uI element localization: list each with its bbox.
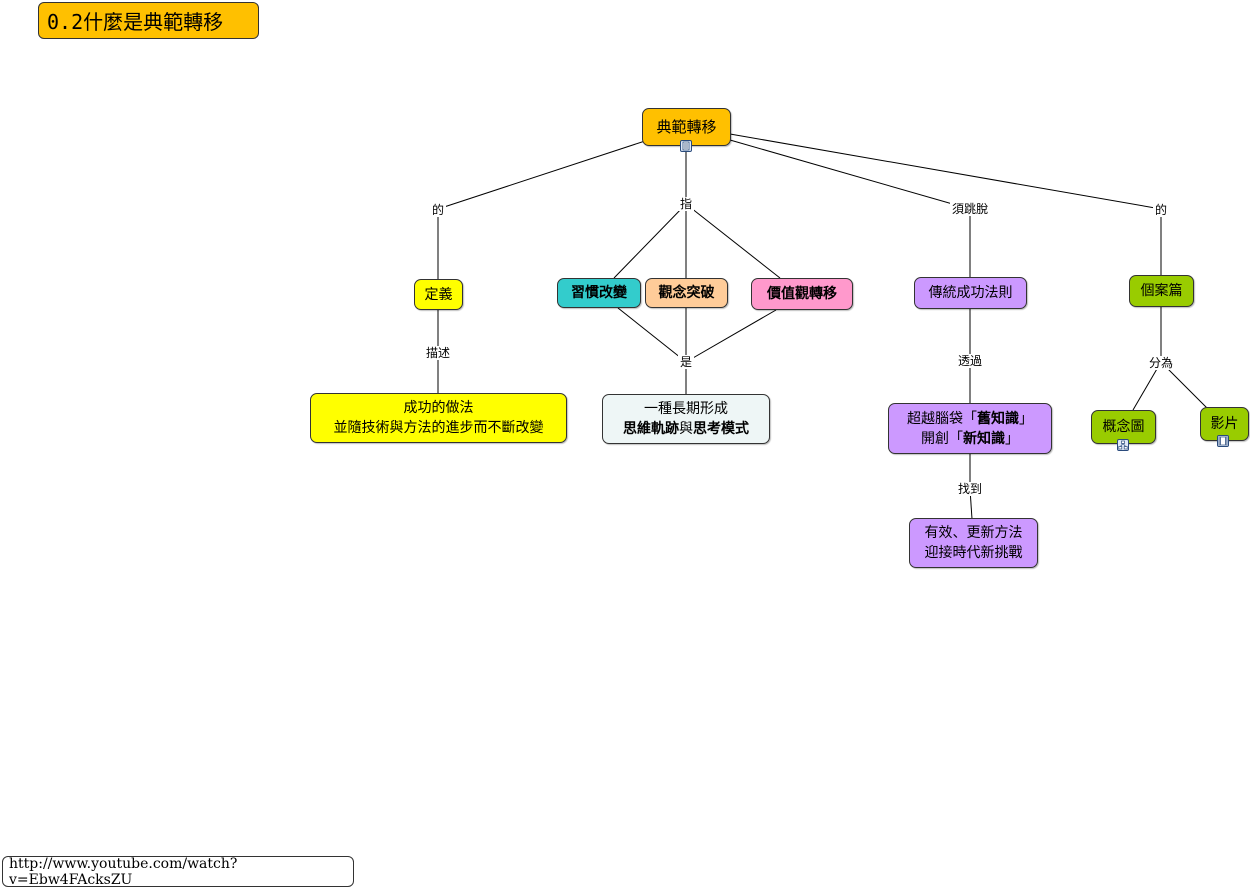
thinking-mode-text: 思考模式 (693, 421, 749, 437)
link-label-of-1: 的 (429, 203, 447, 217)
node-concept-breakthrough[interactable]: 觀念突破 (645, 278, 728, 308)
beyond-text-c: 」 (1019, 410, 1033, 427)
node-successful-practice[interactable]: 成功的做法 並隨技術與方法的進步而不斷改變 (310, 393, 567, 443)
node-definition[interactable]: 定義 (414, 279, 463, 310)
thinking-track-text: 思維軌跡 (623, 421, 679, 437)
link-label-divide: 分為 (1146, 356, 1176, 370)
node-traditional-rules[interactable]: 傳統成功法則 (914, 277, 1027, 309)
concept-map-icon[interactable] (1117, 439, 1129, 451)
new-knowledge-text: 新知識 (963, 430, 1005, 447)
document-icon[interactable] (680, 140, 692, 152)
node-habit-change[interactable]: 習慣改變 (557, 278, 641, 308)
node-video-label: 影片 (1210, 416, 1239, 432)
node-values-shift-label: 價值觀轉移 (767, 286, 837, 302)
node-traditional-rules-label: 傳統成功法則 (928, 285, 1013, 301)
node-pattern-line2: 思維軌跡與思考模式 (623, 419, 749, 439)
node-habit-change-label: 習慣改變 (571, 285, 627, 301)
node-root-label: 典範轉移 (656, 118, 717, 136)
node-practice-line2: 並隨技術與方法的進步而不斷改變 (333, 420, 544, 436)
link-label-refers: 指 (677, 197, 695, 211)
link-label-break-from: 須跳脫 (949, 202, 991, 216)
page-title: 0.2什麼是典範轉移 (38, 2, 259, 39)
node-beyond-line1: 超越腦袋「舊知識」 (907, 409, 1033, 429)
and-text: 與 (679, 421, 693, 437)
film-icon[interactable] (1217, 435, 1229, 447)
create-text-c: 」 (1005, 430, 1019, 447)
node-values-shift[interactable]: 價值觀轉移 (751, 278, 853, 310)
node-long-term-pattern[interactable]: 一種長期形成 思維軌跡與思考模式 (602, 394, 770, 444)
video-url-link[interactable]: http://www.youtube.com/watch?v=Ebw4FAcks… (2, 856, 354, 888)
node-concept-breakthrough-label: 觀念突破 (658, 285, 715, 301)
node-cases-label: 個案篇 (1140, 283, 1183, 299)
link-label-of-2: 的 (1152, 203, 1170, 217)
link-label-through: 透過 (955, 354, 985, 368)
node-method-line2: 迎接時代新挑戰 (924, 545, 1023, 561)
node-cases[interactable]: 個案篇 (1129, 275, 1194, 307)
node-beyond-knowledge[interactable]: 超越腦袋「舊知識」 開創「新知識」 (888, 403, 1052, 454)
node-beyond-line2: 開創「新知識」 (921, 429, 1019, 449)
link-label-is: 是 (677, 355, 695, 369)
link-label-describe: 描述 (423, 346, 453, 360)
node-practice-line1: 成功的做法 (403, 400, 474, 416)
node-pattern-line1: 一種長期形成 (644, 401, 728, 417)
node-concept-map-label: 概念圖 (1102, 419, 1145, 435)
node-effective-method[interactable]: 有效、更新方法 迎接時代新挑戰 (909, 518, 1038, 568)
node-root[interactable]: 典範轉移 (642, 108, 731, 146)
node-definition-label: 定義 (424, 286, 453, 303)
create-text-a: 開創「 (921, 430, 963, 447)
old-knowledge-text: 舊知識 (977, 410, 1019, 427)
beyond-text-a: 超越腦袋「 (907, 410, 977, 427)
node-method-line1: 有效、更新方法 (924, 525, 1023, 541)
link-label-find: 找到 (955, 482, 985, 496)
